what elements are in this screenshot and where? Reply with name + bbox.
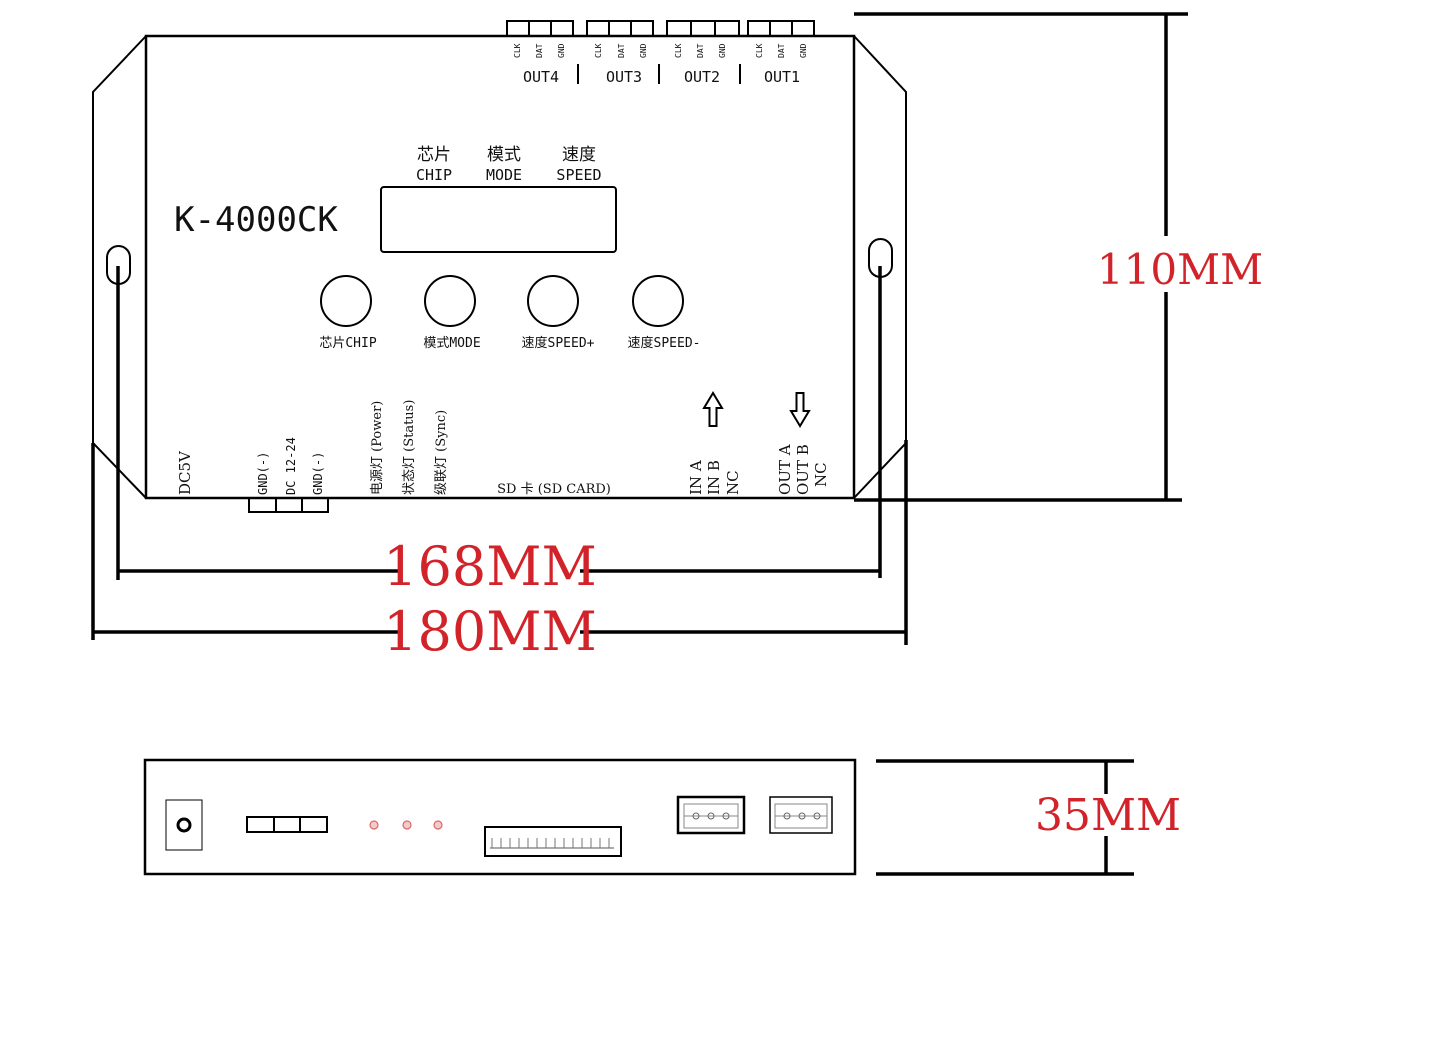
lcd-display — [380, 186, 617, 253]
power-connector — [248, 497, 329, 513]
chip-button[interactable] — [320, 275, 372, 327]
out3-pin-gnd: GND — [639, 43, 648, 58]
output-connector-out3 — [586, 20, 654, 37]
signal-out-port — [769, 796, 833, 834]
output-connector-out4 — [506, 20, 574, 37]
out4-pin-clk: CLK — [513, 43, 522, 58]
output-connector-out2 — [666, 20, 740, 37]
dimension-outer-width: 180MM — [91, 440, 908, 663]
dimension-inner-width: 168MM — [116, 266, 882, 598]
dc-jack — [165, 799, 203, 851]
outer-width-dimension-label: 180MM — [383, 600, 597, 663]
power-pin-gnd-1: GND(-) — [256, 452, 270, 495]
in-pin-nc: NC — [724, 470, 742, 495]
in-pin-a: IN A — [687, 460, 705, 495]
in-pin-b: IN B — [705, 460, 723, 495]
depth-dimension-label: 35MM — [1035, 790, 1181, 841]
arrow-up-icon — [702, 391, 724, 427]
speed-down-button[interactable] — [632, 275, 684, 327]
out2-label: OUT2 — [684, 68, 720, 86]
speed-down-button-label: 速度SPEED- — [628, 335, 701, 351]
side-power-terminal — [246, 816, 328, 833]
display-header-speed-en: SPEED — [556, 166, 601, 184]
side-view — [143, 758, 857, 876]
out1-label: OUT1 — [764, 68, 800, 86]
out3-pin-clk: CLK — [594, 43, 603, 58]
dimension-height: 110MM — [854, 12, 1263, 502]
height-dimension-label: 110MM — [1097, 245, 1263, 294]
display-header-mode-en: MODE — [486, 166, 522, 184]
arrow-down-icon — [789, 392, 811, 428]
mode-button-label: 模式MODE — [423, 336, 480, 351]
display-header-speed-cn: 速度 — [562, 145, 596, 165]
out1-pin-gnd: GND — [799, 43, 808, 58]
signal-in-port — [676, 795, 746, 835]
status-led — [402, 820, 412, 830]
display-header-mode-cn: 模式 — [487, 145, 521, 165]
out4-label: OUT4 — [523, 68, 559, 86]
out-pin-nc: NC — [812, 462, 830, 487]
sd-card-label: SD 卡 (SD CARD) — [497, 482, 611, 497]
speed-up-button[interactable] — [527, 275, 579, 327]
out4-pin-gnd: GND — [557, 43, 566, 58]
inner-width-dimension-label: 168MM — [383, 535, 597, 598]
chip-button-label: 芯片CHIP — [319, 336, 376, 351]
out2-pin-gnd: GND — [718, 43, 727, 58]
sync-led — [433, 820, 443, 830]
out-pin-b: OUT B — [794, 444, 812, 495]
mode-button[interactable] — [424, 275, 476, 327]
top-view: CLK DAT GND CLK DAT GND CLK DAT GND CLK … — [92, 20, 907, 513]
out2-pin-clk: CLK — [674, 43, 683, 58]
dc-jack-hole — [176, 817, 192, 833]
power-pin-dc: DC 12-24 — [284, 437, 298, 495]
power-led-label: 电源灯 (Power) — [370, 401, 385, 495]
power-pin-gnd-2: GND(-) — [311, 452, 325, 495]
display-header-chip-en: CHIP — [416, 166, 452, 184]
enclosure-body — [144, 34, 856, 500]
sd-card-slot — [484, 826, 622, 857]
out-pin-a: OUT A — [776, 444, 794, 495]
side-enclosure — [143, 758, 857, 876]
speed-up-button-label: 速度SPEED+ — [522, 335, 595, 351]
out3-pin-dat: DAT — [617, 43, 626, 58]
out3-label: OUT3 — [606, 68, 642, 86]
output-connector-out1 — [747, 20, 815, 37]
status-led-label: 状态灯 (Status) — [402, 400, 417, 495]
display-header-chip-cn: 芯片 — [417, 145, 451, 165]
out2-pin-dat: DAT — [696, 43, 705, 58]
sync-led-label: 级联灯 (Sync) — [434, 410, 449, 495]
out1-pin-dat: DAT — [777, 43, 786, 58]
model-label: K-4000CK — [174, 200, 338, 240]
dimension-depth: 35MM — [876, 759, 1181, 876]
dc5v-label: DC5V — [176, 450, 194, 495]
out4-pin-dat: DAT — [535, 43, 544, 58]
power-led — [369, 820, 379, 830]
out1-pin-clk: CLK — [755, 43, 764, 58]
